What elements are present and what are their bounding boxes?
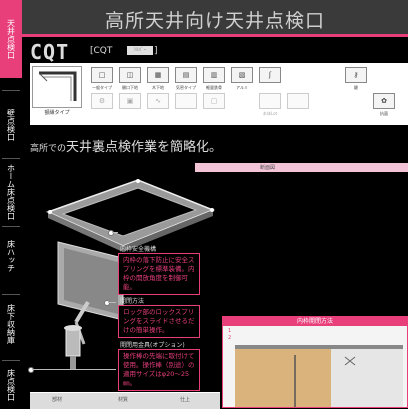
callout-heading: 開閉方法 bbox=[120, 298, 145, 305]
step-number: 2 bbox=[228, 335, 232, 341]
key-icon: ⚷ bbox=[345, 67, 367, 83]
page-title: 高所天井向け天井点検口 bbox=[104, 10, 325, 32]
feature-item: ∿ bbox=[144, 93, 172, 111]
column-header: 仕上 bbox=[180, 397, 191, 403]
tab-label: 床ハッチ bbox=[6, 240, 16, 272]
accent-stripe bbox=[22, 34, 408, 37]
tab-divider bbox=[2, 226, 20, 227]
series-close: ] bbox=[154, 46, 158, 56]
tab-divider bbox=[2, 294, 20, 295]
opening-diagram bbox=[235, 345, 403, 407]
product-code: CQT bbox=[30, 40, 70, 64]
callout-heading: 開閉用金具(オプション) bbox=[120, 342, 185, 349]
feature-item: ▧ アルミ bbox=[228, 67, 256, 91]
feature-label: 抗菌 bbox=[380, 111, 388, 116]
callout-leader bbox=[108, 302, 116, 303]
column-header: 部材 bbox=[52, 397, 63, 403]
tab-label: 壁点検口 bbox=[6, 109, 16, 141]
callout-marker bbox=[108, 230, 114, 236]
product-series: [CQT bbox=[90, 46, 112, 56]
feature-label: 本体Lot bbox=[262, 111, 278, 116]
feature-item: ◫ 開口下地 bbox=[116, 67, 144, 91]
tab-divider bbox=[2, 158, 20, 159]
gear-icon: ⚙ bbox=[91, 93, 113, 109]
feature-item bbox=[284, 93, 312, 111]
tab-label: 床下収納庫 bbox=[6, 304, 16, 344]
callout-heading: 内枠安全機構 bbox=[120, 246, 157, 253]
tab-floor-hatch[interactable]: 床ハッチ bbox=[0, 228, 22, 284]
callout-body: ロック部のロックスプリングをスライドさせるだけの簡単操作。 bbox=[118, 305, 200, 338]
callout-body: 内枠の落下防止に安全スプリングを標準装備。内枠の開放角度を制御可能。 bbox=[118, 253, 200, 295]
wood-base-icon: ▦ bbox=[147, 67, 169, 83]
tab-label: 天井点検口 bbox=[6, 19, 16, 59]
tab-divider bbox=[2, 360, 20, 361]
feature-item: ✿ 抗菌 bbox=[370, 93, 398, 117]
feature-item: ⚙ bbox=[88, 93, 116, 111]
callout-marker bbox=[28, 367, 34, 373]
feature-label: 気密タイプ bbox=[176, 85, 196, 90]
feature-item: ▦ 木下地 bbox=[144, 67, 172, 91]
feature-item: ▢ bbox=[200, 93, 228, 111]
thumbnail-label: 額縁タイプ bbox=[44, 110, 70, 116]
product-thumbnail bbox=[32, 66, 82, 108]
feature-label: 軽量鉄骨 bbox=[206, 85, 222, 90]
blank-icon bbox=[175, 93, 197, 109]
rope-icon: ∿ bbox=[147, 93, 169, 109]
feature-panel: 額縁タイプ □ 一般タイプ ◫ 開口下地 ▦ 木下地 ▤ 気密タイプ ▥ 軽量鉄骨 ▧ アルミ ʃ ⚙ ▣ ∿… bbox=[30, 63, 408, 125]
tab-floor-inspection[interactable]: 床点検口 bbox=[0, 362, 22, 408]
series-code: [CQT bbox=[90, 46, 113, 56]
callout-leader bbox=[112, 232, 118, 233]
side-nav: 天井点検口 壁点検口 ホーム床点検口 床ハッチ 床下収納庫 床点検口 bbox=[0, 0, 22, 408]
diagram-box: 内枠開閉方法 1 2 bbox=[222, 316, 408, 408]
tab-home-floor[interactable]: ホーム床点検口 bbox=[0, 160, 22, 224]
feature-item: ▣ bbox=[116, 93, 144, 111]
section-bar-label: 断面図 bbox=[260, 165, 276, 171]
feature-item: ⚷鍵 bbox=[342, 67, 370, 91]
hook-icon: ʃ bbox=[259, 67, 281, 83]
headline-main: 天井裏点検作業を簡略化。 bbox=[66, 140, 223, 155]
section-bar: 断面図 bbox=[195, 163, 408, 172]
title-band: 高所天井向け天井点検口 bbox=[22, 0, 408, 34]
step-number: 1 bbox=[228, 328, 232, 334]
headline-prefix: 高所での bbox=[30, 144, 67, 154]
feature-label: 鍵 bbox=[354, 85, 358, 90]
feature-item bbox=[172, 93, 200, 111]
feature-label: 一般タイプ bbox=[92, 85, 112, 90]
callout-body: 操作棒の先端に取付けて使用。操作棒（別途）の適用サイズはφ20～25㎜。 bbox=[118, 349, 200, 391]
headline: 高所での天井裏点検作業を簡略化。 bbox=[30, 136, 222, 155]
feature-item: ʃ bbox=[256, 67, 284, 85]
column-header: 材質 bbox=[118, 397, 129, 403]
blank-icon bbox=[287, 93, 309, 109]
feature-item bbox=[256, 93, 284, 111]
sekc-icon: ✿ bbox=[373, 93, 395, 109]
diagram-title: 内枠開閉方法 bbox=[223, 317, 407, 326]
opening-icon: ◫ bbox=[119, 67, 141, 83]
feature-item: ▥ 軽量鉄骨 bbox=[200, 67, 228, 91]
lock-icon: ▣ bbox=[119, 93, 141, 109]
spec-table-header: 部材 材質 仕上 bbox=[30, 392, 220, 409]
feature-label: 木下地 bbox=[152, 85, 164, 90]
blank-icon bbox=[259, 93, 281, 109]
airtight-icon: ▤ bbox=[175, 67, 197, 83]
feature-label: アルミ bbox=[236, 85, 248, 90]
steel-icon: ▥ bbox=[203, 67, 225, 83]
finish-badge: ｼﾙﾊﾞｰ bbox=[127, 46, 153, 55]
product-illustration bbox=[45, 179, 216, 370]
box-icon: ▢ bbox=[203, 93, 225, 109]
callout-marker bbox=[104, 300, 110, 306]
tab-divider bbox=[2, 90, 20, 91]
tab-ceiling[interactable]: 天井点検口 bbox=[0, 0, 22, 78]
tab-label: ホーム床点検口 bbox=[6, 164, 16, 220]
aluminum-icon: ▧ bbox=[231, 67, 253, 83]
tab-underfloor[interactable]: 床下収納庫 bbox=[0, 296, 22, 352]
feature-item: ▤ 気密タイプ bbox=[172, 67, 200, 91]
frame-icon: □ bbox=[91, 67, 113, 83]
feature-item: □ 一般タイプ bbox=[88, 67, 116, 91]
callout-leader bbox=[32, 369, 116, 370]
tab-label: 床点検口 bbox=[6, 369, 16, 401]
frame-corner-icon bbox=[38, 71, 77, 101]
feature-label: 開口下地 bbox=[122, 85, 138, 90]
tab-wall[interactable]: 壁点検口 bbox=[0, 95, 22, 155]
